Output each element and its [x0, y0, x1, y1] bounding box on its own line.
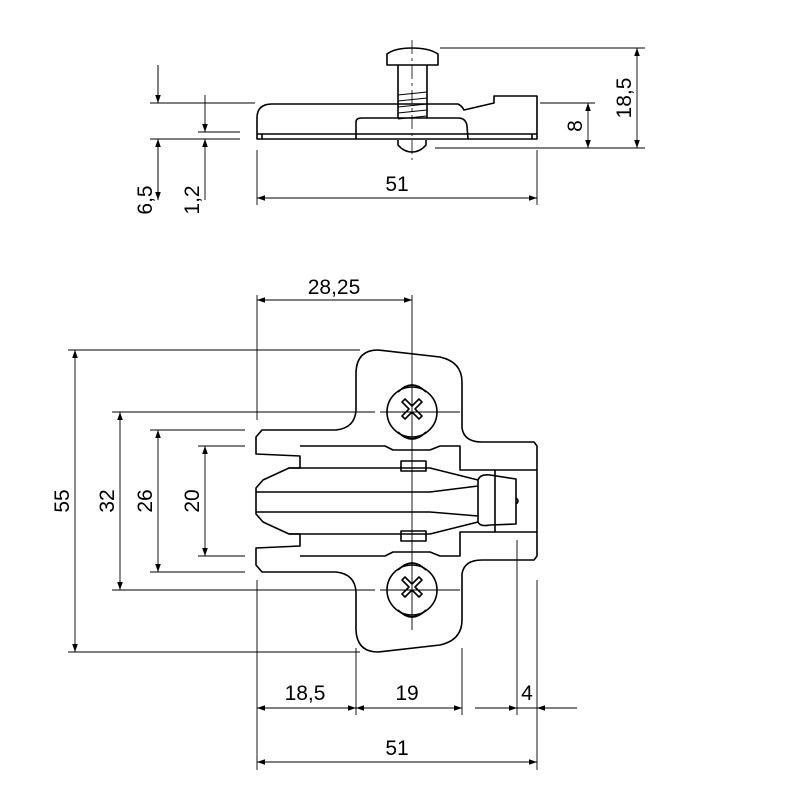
- dim-plate-height-label: 8: [564, 120, 587, 132]
- slot-channel: [300, 445, 496, 557]
- dim-overall-height-label: 55: [51, 489, 74, 512]
- dim-screw-spacing-label: 32: [96, 489, 119, 512]
- dim-total-height-label: 18,5: [613, 78, 636, 119]
- screw-thread: [397, 91, 428, 120]
- dim-screw-offset-label: 28,25: [308, 276, 361, 299]
- dim-base-label: 1,2: [181, 185, 204, 214]
- dim-width-label: 51: [385, 173, 408, 196]
- plate-outline: [255, 349, 538, 653]
- dim-left-segment-label: 18,5: [285, 682, 326, 705]
- dim-thickness-label: 6,5: [134, 185, 157, 214]
- dim-body-height-label: 26: [134, 489, 157, 512]
- plate-body: [256, 95, 538, 140]
- screw-shaft: [397, 65, 428, 118]
- screw-head: [386, 47, 439, 66]
- dim-slot-height-label: 20: [181, 489, 204, 512]
- pin-bottom: [400, 530, 427, 542]
- extension-lines: [150, 47, 645, 205]
- dim-overall-width-label: 51: [385, 737, 408, 760]
- slider-cam: [477, 469, 537, 533]
- dim-right-segment-label: 4: [521, 682, 533, 705]
- slider: [256, 467, 479, 535]
- side-view: 51 8 18,5 6,5 1,2: [134, 40, 645, 215]
- pin-top: [400, 460, 427, 472]
- extension-lines: [68, 295, 538, 770]
- dim-mid-segment-label: 19: [395, 682, 418, 705]
- plate-base: [257, 133, 537, 139]
- top-view: 28,25 55 32 26 20 18,5 19 4 51: [51, 276, 577, 770]
